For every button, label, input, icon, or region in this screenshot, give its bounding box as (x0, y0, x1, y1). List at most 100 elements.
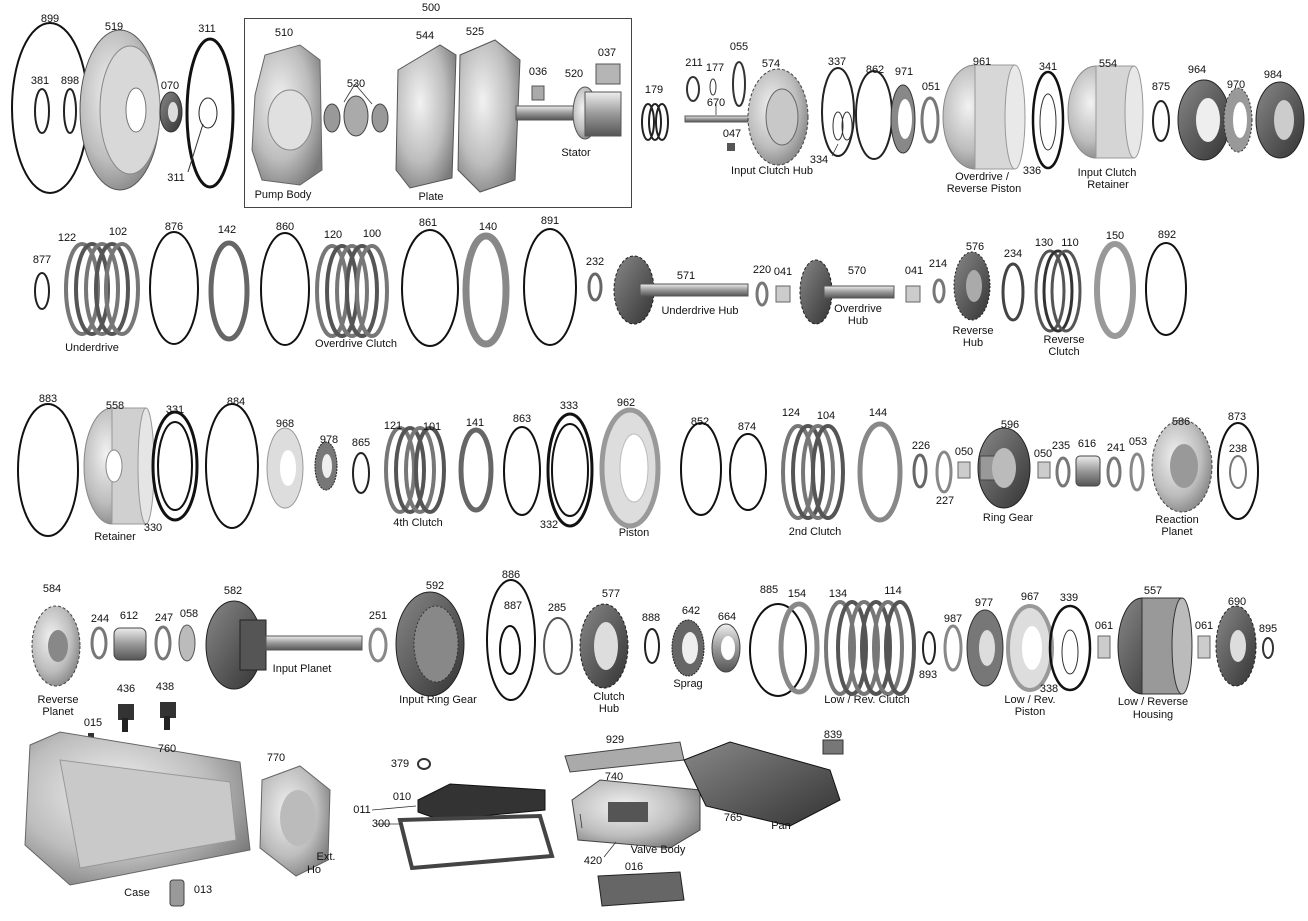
part-number-label: 247 (154, 612, 174, 624)
part-number-label: 616 (1077, 438, 1097, 450)
part-967-piston (1006, 604, 1054, 692)
part-339-ring (1048, 604, 1092, 692)
part-number-label: 179 (644, 84, 664, 96)
part-883-ring (17, 403, 79, 537)
part-873-ring (1217, 422, 1259, 520)
part-852-ring (680, 422, 722, 516)
part-caption: Underdrive Hub (661, 305, 739, 317)
part-number-label: 885 (759, 584, 779, 596)
part-862-ring (855, 70, 893, 160)
part-013-plug (169, 879, 185, 907)
part-220-washer (755, 281, 769, 307)
part-number-label: 050 (1033, 448, 1053, 460)
part-number-label: 436 (116, 683, 136, 695)
part-334-small-ring (832, 111, 853, 141)
part-887-ring (499, 625, 521, 675)
part-number-label: 500 (421, 2, 441, 14)
part-number-label: 211 (685, 57, 703, 69)
part-number-label: 576 (965, 241, 985, 253)
part-number-label: 238 (1228, 443, 1248, 455)
part-525-pump-cover (457, 39, 521, 193)
part-number-label: 037 (597, 47, 617, 59)
part-number-label: 544 (415, 30, 435, 42)
part-caption: Planet (42, 706, 74, 718)
part-051-ring (920, 96, 940, 144)
part-number-label: 300 (371, 818, 391, 830)
part-number-label: 895 (1258, 623, 1278, 635)
part-number-label: 884 (226, 396, 246, 408)
part-number-label: 570 (847, 265, 867, 277)
part-caption: Underdrive (65, 342, 119, 354)
part-caption: Ho (306, 864, 322, 876)
part-number-label: 070 (160, 80, 180, 92)
part-number-label: 438 (155, 681, 175, 693)
part-140-plate (462, 232, 510, 348)
part-caption: Clutch (593, 691, 625, 703)
part-number-label: 010 (392, 791, 412, 803)
part-576-reverse-hub (953, 251, 991, 321)
part-number-label: 220 (752, 264, 772, 276)
part-caption: Reverse (1043, 334, 1085, 346)
part-557-low-reverse-housing (1117, 597, 1193, 695)
part-058-bushing (178, 624, 196, 662)
part-number-label: 765 (723, 812, 743, 824)
part-642-sprag (671, 619, 705, 677)
part-244-washer (90, 626, 108, 660)
part-331-330-rings (151, 410, 199, 522)
part-141-plate (458, 427, 494, 513)
part-number-label: 558 (105, 400, 125, 412)
part-341-ring (1031, 70, 1065, 170)
part-number-label: 141 (465, 417, 485, 429)
part-number-label: 883 (38, 393, 58, 405)
part-number-label: 333 (559, 400, 579, 412)
part-number-label: 852 (690, 416, 710, 428)
part-number-label: 961 (972, 56, 992, 68)
part-number-label: 142 (217, 224, 237, 236)
part-211-washer (686, 76, 700, 102)
part-number-label: 379 (390, 758, 410, 770)
part-number-label: 285 (547, 602, 567, 614)
part-036-bushing (531, 85, 545, 101)
part-861-ring (401, 229, 459, 347)
part-884-ring (205, 403, 259, 529)
part-584-reverse-planet (31, 605, 81, 687)
part-336-inner-ring (1039, 93, 1057, 151)
part-number-label: 332 (539, 519, 559, 531)
part-number-label: 612 (119, 610, 139, 622)
part-number-label: 015 (83, 717, 103, 729)
part-120-100-overdrive-pack (315, 244, 389, 338)
part-888-ring (644, 628, 660, 664)
part-caption: Reverse (37, 694, 79, 706)
part-number-label: 899 (40, 13, 60, 25)
part-caption: Hub (847, 315, 869, 327)
part-234-washer (1001, 262, 1025, 322)
part-530-pump-gears (323, 95, 389, 137)
part-number-label: 337 (827, 56, 847, 68)
part-839-plug (822, 739, 844, 755)
part-caption: Housing (1132, 709, 1174, 721)
part-010-filter (417, 783, 546, 821)
part-number-label: 330 (143, 522, 163, 534)
part-number-label: 016 (624, 861, 644, 873)
part-caption: Low / Rev. Clutch (824, 694, 910, 706)
part-061-bushing-b (1197, 635, 1211, 659)
part-number-label: 177 (705, 62, 725, 74)
part-number-label: 244 (90, 613, 110, 625)
part-570-overdrive-hub (799, 259, 895, 325)
part-number-label: 891 (540, 215, 560, 227)
part-544-plate (395, 44, 457, 189)
part-caption: Low / Rev. (1004, 694, 1056, 706)
part-891-ring (523, 228, 577, 346)
part-number-label: 120 (323, 229, 343, 241)
part-055-ring (732, 61, 746, 107)
part-558-retainer (83, 407, 155, 525)
part-number-label: 053 (1128, 436, 1148, 448)
part-760-case (24, 731, 251, 886)
part-892-ring (1145, 242, 1187, 336)
part-number-label: 154 (787, 588, 807, 600)
part-number-label: 124 (781, 407, 801, 419)
part-586-reaction-planet (1151, 419, 1213, 513)
part-number-label: 121 (383, 420, 403, 432)
part-number-label: 978 (319, 434, 339, 446)
